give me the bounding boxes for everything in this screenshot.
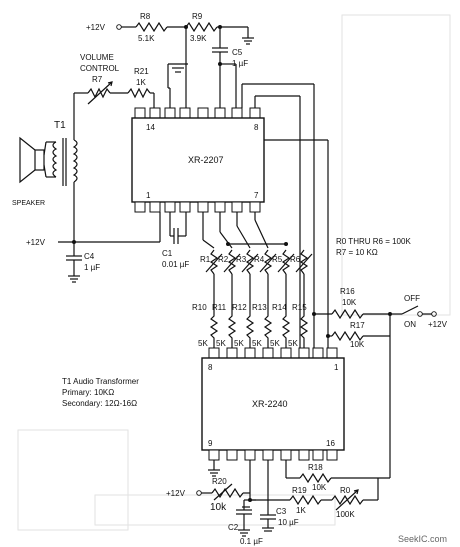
speaker-icon: SPEAKER: [12, 136, 47, 207]
xr2207-name: XR-2207: [188, 155, 224, 165]
c4-label: C4: [84, 252, 95, 261]
r17-value: 10K: [350, 340, 365, 349]
r17-label: R17: [350, 321, 365, 330]
r21-value: 1K: [136, 78, 146, 87]
tone-value-r11: 5K: [216, 339, 226, 348]
r18-label: R18: [308, 463, 323, 472]
supply-label-left: +12V: [26, 238, 46, 247]
tone-label-r13: R13: [252, 303, 267, 312]
xr2240-pin-16: 16: [326, 439, 335, 448]
pot-label-r2: R2: [218, 255, 229, 264]
supply-label-bottom: +12V: [166, 489, 186, 498]
pot-label-r4: R4: [254, 255, 265, 264]
xr2207-pin-14: 14: [146, 123, 155, 132]
bottom-section: R18 10K R19 1K R0 100K C3 10 µF: [166, 460, 379, 546]
xr2240-pin-1: 1: [334, 363, 339, 372]
switch-on-label: ON: [404, 320, 416, 329]
tone-label-r12: R12: [232, 303, 247, 312]
xr2240-ground: [208, 460, 220, 477]
xr2240-pin-8: 8: [208, 363, 213, 372]
capacitor-c5: C5 1 µF: [212, 27, 248, 68]
pot-r3: R3: [236, 249, 259, 296]
c1-label: C1: [162, 249, 173, 258]
tone-resistor-row: R10 R11 R12 R13 R14 R15 5K 5K 5K 5K 5K 5…: [192, 296, 309, 348]
switch-off-label: OFF: [404, 294, 420, 303]
r18-value: 10K: [312, 483, 327, 492]
pot-label-r1: R1: [200, 255, 211, 264]
r21-label: R21: [134, 67, 149, 76]
pot-label-r5: R5: [272, 255, 283, 264]
r0-value: 100K: [336, 510, 355, 519]
xr2240-pin-9: 9: [208, 439, 213, 448]
t1-label: T1: [54, 120, 66, 131]
potentiometer-row: R1 R2 R3 R4 R5: [200, 249, 313, 296]
c2-label: C2: [228, 523, 239, 532]
capacitor-c1: C1 0.01 µF: [162, 212, 189, 269]
xr2207-pin-7: 7: [254, 191, 259, 200]
c5-label: C5: [232, 48, 243, 57]
r9-value: 3.9K: [190, 34, 207, 43]
xr2207-top-wiring: [167, 27, 237, 108]
tone-value-r12: 5K: [234, 339, 244, 348]
volume-label-line1: VOLUME: [80, 53, 114, 62]
r20-value: 10k: [210, 502, 227, 513]
c1-value: 0.01 µF: [162, 260, 189, 269]
pot-r6: R6: [290, 249, 313, 296]
r16-label: R16: [340, 287, 355, 296]
xr2207-pin-1: 1: [146, 191, 151, 200]
watermark: SeekIC.com: [398, 534, 447, 544]
c4-value: 1 µF: [84, 263, 100, 272]
ic-xr2240: 8 1 XR-2240 9 16: [201, 347, 345, 461]
xr2207-pin-8: 8: [254, 123, 259, 132]
tone-label-r10: R10: [192, 303, 207, 312]
t1-note-secondary: Secondary: 12Ω-16Ω: [62, 399, 137, 408]
r19-label: R19: [292, 486, 307, 495]
r19-value: 1K: [296, 506, 306, 515]
tone-value-r10: 5K: [198, 339, 208, 348]
ic-xr2207: 14 8 XR-2207 1 7: [131, 107, 265, 213]
tone-value-r13: 5K: [252, 339, 262, 348]
r8-value: 5.1K: [138, 34, 155, 43]
r9-label: R9: [192, 12, 203, 21]
volume-label-line2: CONTROL: [80, 64, 120, 73]
background-ghosting: [17, 14, 451, 531]
transformer-t1: T1: [46, 93, 78, 242]
pot-r5: R5: [272, 249, 295, 296]
r7-label: R7: [92, 75, 103, 84]
pot-array-wiring: [202, 212, 288, 249]
note-line2: R7 = 10 KΩ: [336, 248, 378, 257]
xr2240-name: XR-2240: [252, 399, 288, 409]
volume-control: VOLUME CONTROL R7 R21 1K: [74, 53, 155, 108]
tone-label-r11: R11: [212, 303, 227, 312]
pot-r1: R1: [200, 249, 223, 296]
c3-value: 10 µF: [278, 518, 299, 527]
t1-note-title: T1 Audio Transformer: [62, 377, 139, 386]
tone-label-r14: R14: [272, 303, 287, 312]
pot-label-r6: R6: [290, 255, 301, 264]
tone-value-r14: 5K: [270, 339, 280, 348]
left-supply-c4: +12V C4 1 µF: [26, 212, 161, 283]
supply-label-right: +12V: [428, 320, 448, 329]
pot-r2: R2: [218, 249, 241, 296]
c2-value: 0.1 µF: [240, 537, 263, 546]
r16-r17-switch: R0 THRU R6 = 100K R7 = 10 KΩ R16 10K R17…: [314, 237, 448, 479]
pot-r4: R4: [254, 249, 277, 296]
supply-label-top: +12V: [86, 23, 106, 32]
r20-label: R20: [212, 477, 227, 486]
transformer-note: T1 Audio Transformer Primary: 10KΩ Secon…: [62, 377, 139, 408]
r0-label: R0: [340, 486, 351, 495]
r16-value: 10K: [342, 298, 357, 307]
top-supply-rail: +12V R8 5.1K R9 3.9K: [86, 12, 254, 45]
t1-note-primary: Primary: 10KΩ: [62, 388, 114, 397]
pot-label-r3: R3: [236, 255, 247, 264]
tone-value-r15: 5K: [288, 339, 298, 348]
c5-value: 1 µF: [232, 59, 248, 68]
speaker-label: SPEAKER: [12, 200, 45, 207]
c3-label: C3: [276, 507, 287, 516]
note-line1: R0 THRU R6 = 100K: [336, 237, 411, 246]
r8-label: R8: [140, 12, 151, 21]
